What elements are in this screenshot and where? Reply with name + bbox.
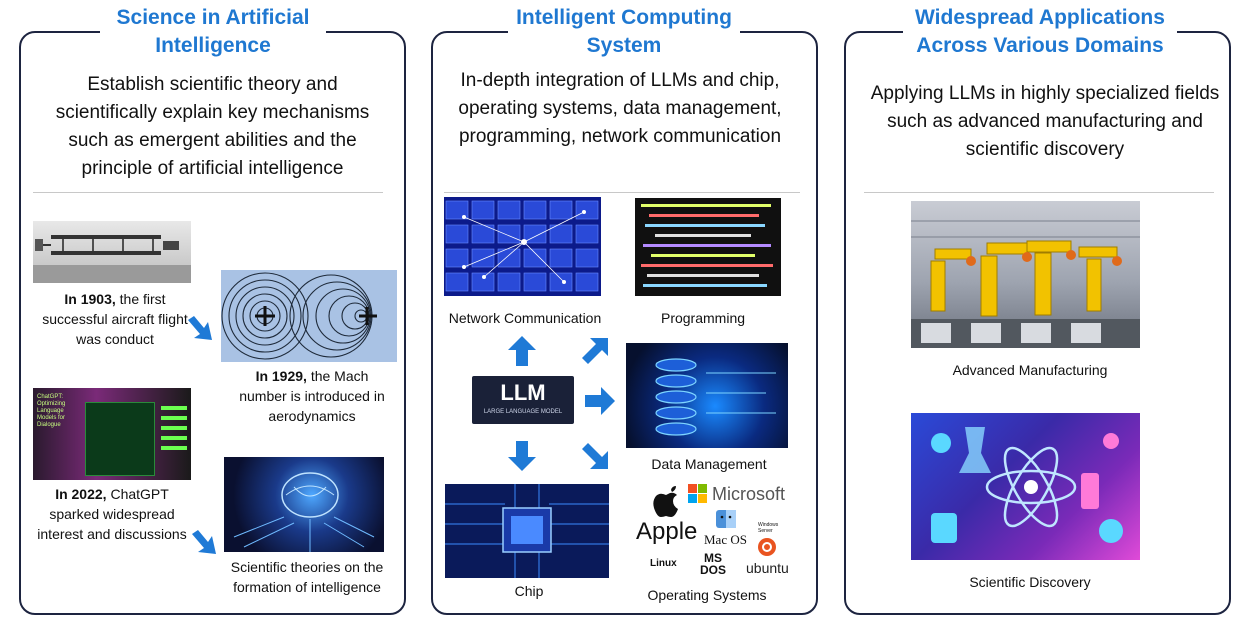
caption-2022-year: In 2022,: [55, 486, 107, 502]
caption-1903-year: In 1903,: [64, 291, 116, 307]
ubuntu-logo-icon: [758, 538, 776, 556]
divider: [864, 192, 1214, 193]
title-line-2: System: [586, 34, 662, 57]
macos-finder-icon: [716, 510, 736, 528]
microsoft-logo-icon: [688, 484, 708, 504]
os-logos: Microsoft Apple Mac OS Windows Server Li…: [634, 480, 794, 584]
caption-1929-year: In 1929,: [255, 368, 307, 384]
label-advanced-manufacturing: Advanced Manufacturing: [952, 362, 1108, 378]
panel-widespread-applications-description: Applying LLMs in highly specialized fiel…: [870, 83, 1220, 160]
llm-sublabel: LARGE LANGUAGE MODEL: [483, 409, 563, 415]
ubuntu-logo-text: ubuntu: [746, 560, 789, 576]
data-management-image: [626, 343, 788, 448]
caption-theory-text: Scientific theories on the formation of …: [230, 559, 384, 595]
panel-intelligent-computing-description: In-depth integration of LLMs and chip, o…: [458, 70, 782, 147]
caption-2022-text: ChatGPT sparked widespread interest and …: [37, 486, 187, 542]
caption-1929: In 1929, the Mach number is introduced i…: [232, 366, 392, 426]
label-programming: Programming: [660, 310, 746, 326]
microsoft-logo-text: Microsoft: [712, 484, 786, 504]
caption-theory: Scientific theories on the formation of …: [220, 557, 394, 597]
linux-logo-text: Linux: [650, 558, 677, 569]
macos-logo-text: Mac OS: [704, 532, 747, 547]
title-line-2: Across Various Domains: [916, 34, 1164, 57]
arrow-downright-icon: [582, 443, 608, 469]
arrow-right-icon: [585, 387, 615, 415]
chatgpt-screen-text: ChatGPT: Optimizing Language Models for …: [37, 394, 66, 428]
mach-number-image: [221, 270, 397, 362]
panel-widespread-applications-title: Widespread Applications Across Various D…: [903, 4, 1177, 60]
divider: [444, 192, 800, 193]
llm-core-box: LLM LARGE LANGUAGE MODEL: [472, 376, 574, 424]
panel-intelligent-computing-title: Intelligent Computing System: [508, 4, 740, 60]
caption-2022: In 2022, ChatGPT sparked widespread inte…: [33, 484, 191, 544]
arrow-down-icon: [508, 441, 536, 471]
divider: [33, 192, 383, 193]
label-scientific-discovery: Scientific Discovery: [969, 574, 1091, 590]
llm-label: LLM: [500, 380, 546, 405]
label-network-communication: Network Communication: [448, 310, 602, 326]
advanced-manufacturing-image: [911, 201, 1140, 348]
caption-1903-text: the first successful aircraft flight was…: [42, 291, 188, 347]
title-line-1: Widespread Applications: [915, 6, 1165, 29]
chip-image: [445, 484, 609, 578]
panel-science-ai-title: Science in Artificial Intelligence: [100, 4, 326, 60]
arrow-upright-icon: [582, 338, 608, 364]
scientific-discovery-image: [911, 413, 1140, 560]
brain-circuit-image: [224, 457, 384, 552]
title-line-1: Intelligent Computing: [516, 6, 732, 29]
network-communication-image: [444, 197, 601, 296]
caption-1903: In 1903, the first successful aircraft f…: [40, 289, 190, 349]
windows-server-logo-text: Windows Server: [758, 522, 779, 534]
caption-1929-text: the Mach number is introduced in aerodyn…: [239, 368, 385, 424]
chatgpt-image: ChatGPT: Optimizing Language Models for …: [33, 388, 191, 480]
label-data-management: Data Management: [651, 456, 767, 472]
arrow-up-icon: [508, 336, 536, 366]
arrow-2022-to-theory-icon: [192, 530, 216, 554]
title-line-1: Science in Artificial: [116, 6, 310, 29]
arrow-1903-to-1929-icon: [188, 316, 212, 340]
label-operating-systems: Operating Systems: [647, 587, 767, 603]
apple-logo-text: Apple: [636, 518, 698, 545]
label-chip: Chip: [514, 583, 544, 599]
programming-image: [635, 198, 781, 296]
msdos-logo-text: MS DOS: [700, 551, 727, 577]
apple-logo-icon: [653, 486, 678, 517]
wright-flyer-image: [33, 221, 191, 283]
title-line-2: Intelligence: [155, 34, 271, 57]
panel-science-ai-description: Establish scientific theory and scientif…: [55, 74, 370, 179]
